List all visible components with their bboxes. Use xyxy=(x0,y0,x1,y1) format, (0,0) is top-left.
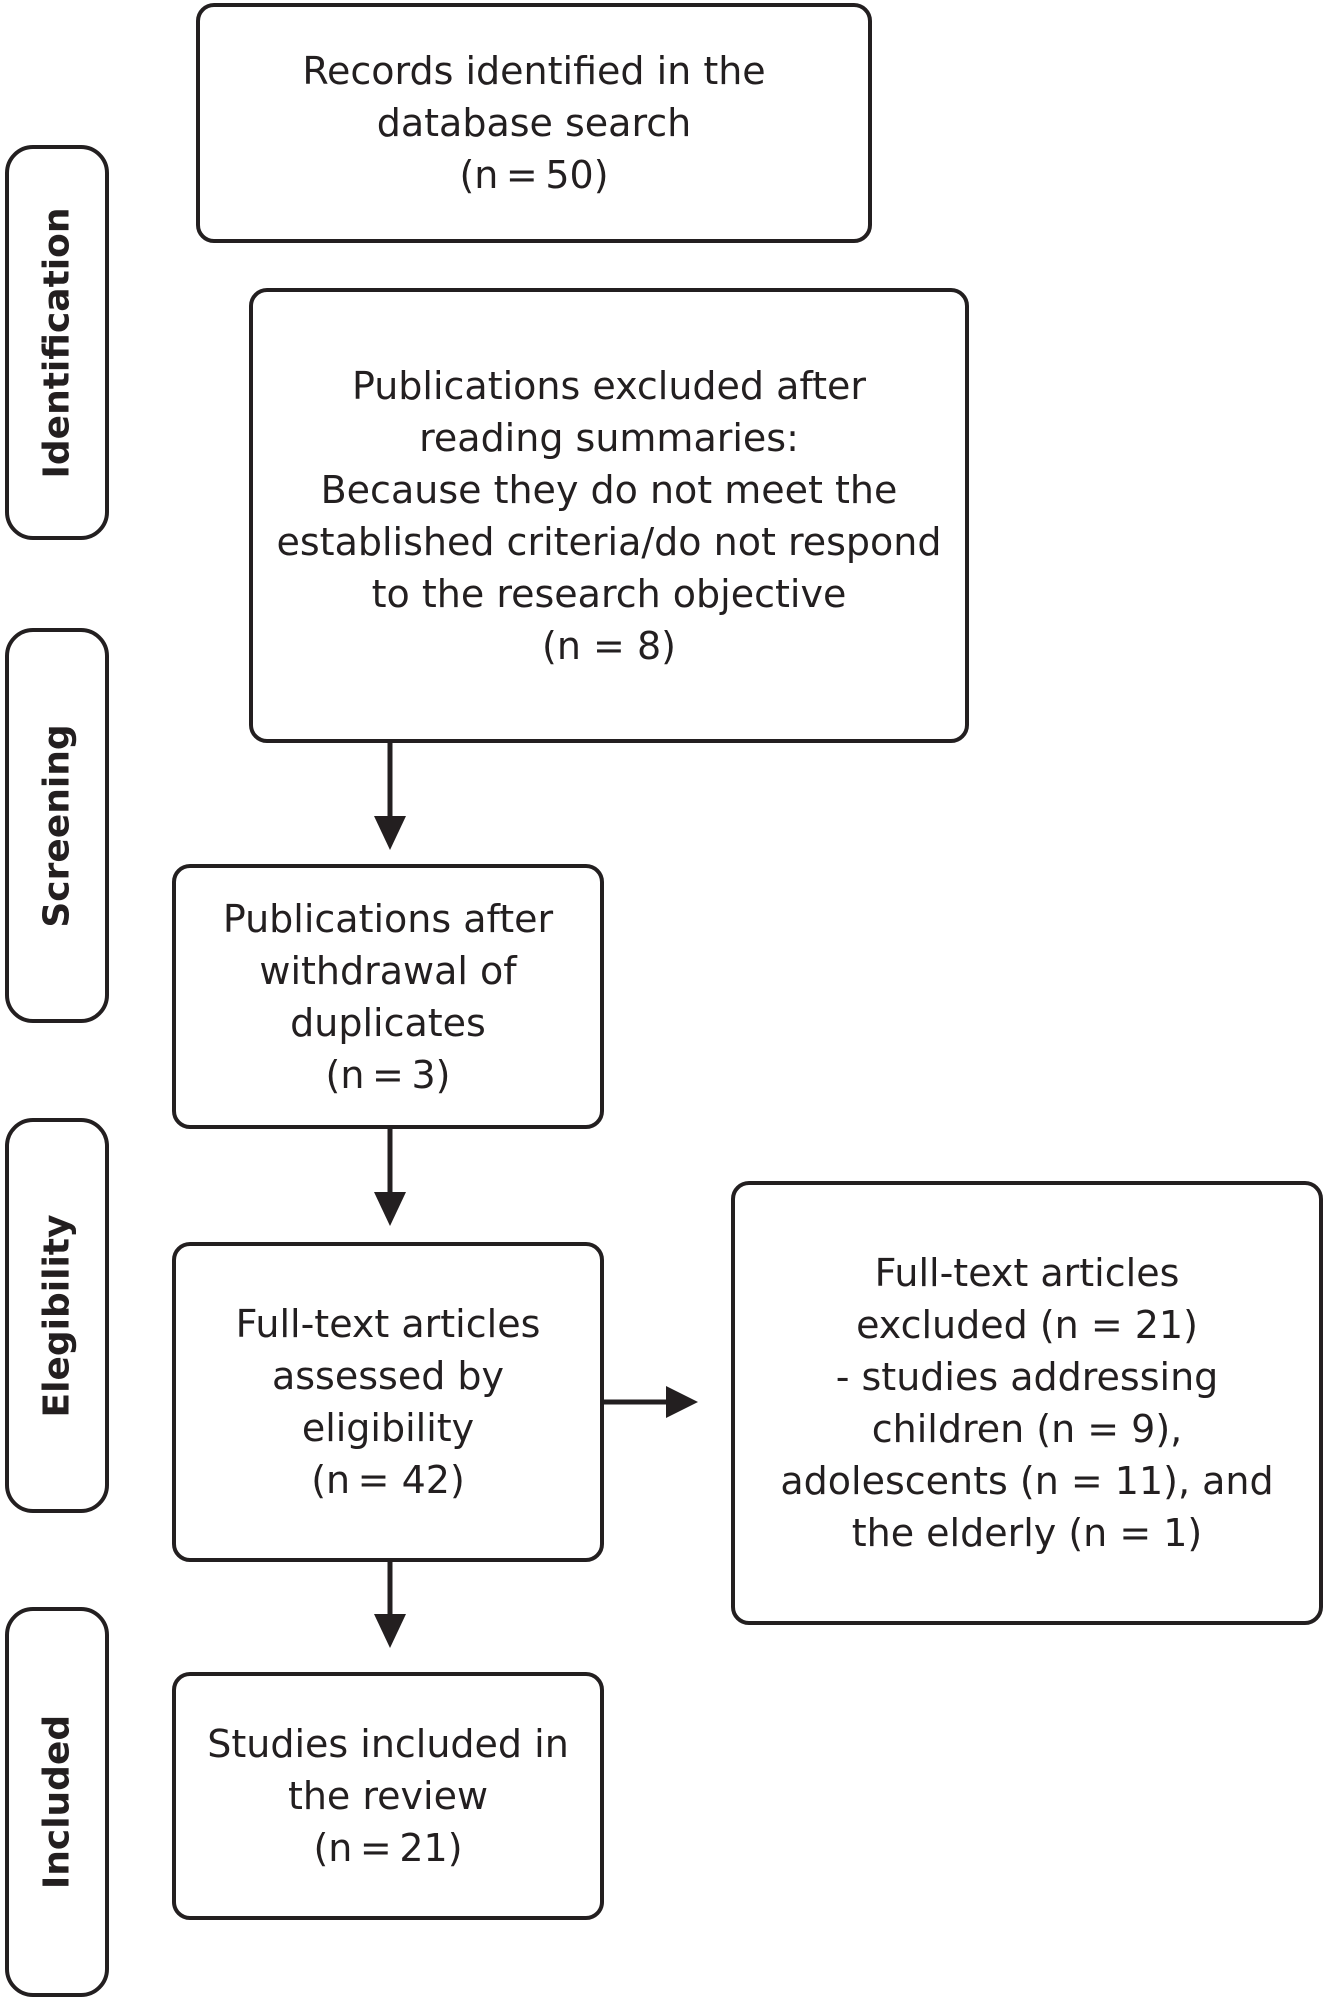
box-line: eligibility xyxy=(301,1406,475,1450)
box-line: (n = 8) xyxy=(542,623,676,668)
stage-eligibility: Elegibility xyxy=(5,1118,109,1513)
box-line: the review xyxy=(287,1774,489,1818)
box-line: (n = 42) xyxy=(311,1458,465,1502)
box-line: Because they do not meet the xyxy=(320,467,898,512)
box-line: database search xyxy=(376,101,692,145)
arrow-duplicates-to-assessed xyxy=(374,1129,406,1226)
box-line: children (n = 9), xyxy=(871,1407,1183,1451)
stage-identification: Identification xyxy=(5,145,109,540)
box-line: withdrawal of xyxy=(259,948,517,993)
box-line: (n = 3) xyxy=(325,1052,451,1097)
box-line: Full-text articles xyxy=(874,1251,1180,1295)
box-line: excluded (n = 21) xyxy=(856,1303,1198,1347)
box-line: (n = 50) xyxy=(459,153,609,197)
after-duplicates-box: Publications after withdrawal of duplica… xyxy=(172,864,604,1129)
box-line: (n = 21) xyxy=(313,1826,463,1870)
stage-included: Included xyxy=(5,1607,109,1997)
box-line: Full-text articles xyxy=(235,1302,541,1346)
stage-screening: Screening xyxy=(5,628,109,1023)
arrow-excluded-to-duplicates xyxy=(374,743,406,850)
box-line: Records identified in the xyxy=(302,49,766,93)
arrow-assessed-to-included xyxy=(374,1562,406,1648)
box-line: reading summaries: xyxy=(419,415,799,460)
box-line: Publications excluded after xyxy=(351,363,867,408)
records-identified-box: Records identified in the database searc… xyxy=(196,3,872,243)
studies-included-box: Studies included in the review (n = 21) xyxy=(172,1672,604,1920)
box-line: Studies included in xyxy=(207,1722,569,1766)
box-line: to the research objective xyxy=(371,571,847,616)
box-line: Publications after xyxy=(222,896,554,941)
box-line: duplicates xyxy=(290,1000,486,1045)
box-line: - studies addressing xyxy=(835,1355,1219,1399)
full-text-excluded-box: Full-text articles excluded (n = 21) - s… xyxy=(731,1181,1323,1625)
box-line: adolescents (n = 11), and xyxy=(780,1459,1274,1503)
arrow-assessed-to-excluded xyxy=(604,1386,698,1418)
full-text-assessed-box: Full-text articles assessed by eligibili… xyxy=(172,1242,604,1562)
box-line: the elderly (n = 1) xyxy=(851,1511,1203,1555)
publications-excluded-box: Publications excluded after reading summ… xyxy=(249,288,969,743)
box-line: assessed by xyxy=(271,1354,505,1398)
box-line: established criteria/do not respond xyxy=(276,519,942,564)
